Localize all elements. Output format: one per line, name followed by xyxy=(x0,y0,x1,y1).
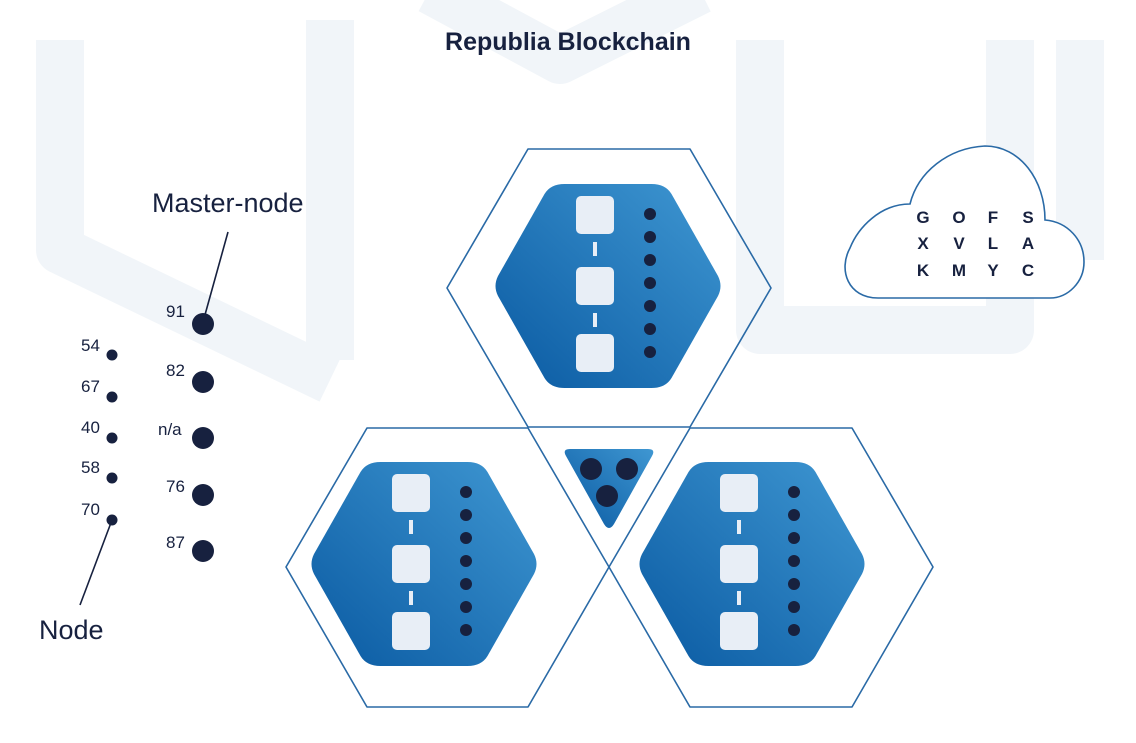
data-dot xyxy=(788,601,800,613)
cloud-letter: L xyxy=(987,234,999,253)
data-dot xyxy=(460,578,472,590)
node-dots xyxy=(106,349,118,526)
node-dot xyxy=(106,349,118,361)
node-dot xyxy=(106,514,118,526)
data-dot xyxy=(644,346,656,358)
master-node-dot xyxy=(192,427,214,449)
data-dot xyxy=(788,555,800,567)
data-dot xyxy=(644,277,656,289)
hexagon-outlines xyxy=(285,148,934,708)
master-node-dot xyxy=(192,313,214,335)
cloud-shape xyxy=(844,145,1085,299)
data-dot xyxy=(460,532,472,544)
chain-link xyxy=(593,313,597,327)
left-hexagon-outline xyxy=(285,427,610,708)
top-hexagon-outline xyxy=(446,148,772,428)
node-label: Node xyxy=(39,615,104,645)
data-dot xyxy=(460,509,472,521)
node-dot xyxy=(106,391,118,403)
node-value: 40 xyxy=(81,418,100,437)
cloud-letter: A xyxy=(1021,234,1035,253)
node-value: 54 xyxy=(81,336,100,355)
chain-block xyxy=(576,267,614,305)
data-dot xyxy=(788,532,800,544)
node-value: 67 xyxy=(81,377,100,396)
data-dot xyxy=(460,486,472,498)
data-dot xyxy=(644,231,656,243)
chain-link xyxy=(409,591,413,605)
master-node-dot xyxy=(192,540,214,562)
node-dot xyxy=(106,472,118,484)
chain-block xyxy=(576,196,614,234)
data-dot xyxy=(644,323,656,335)
cloud-letter: F xyxy=(987,208,999,227)
chain-block xyxy=(720,474,758,512)
chain-link xyxy=(593,242,597,256)
data-dot xyxy=(460,555,472,567)
chain-link xyxy=(737,591,741,605)
node-leader-line xyxy=(79,519,113,606)
master-node-dot xyxy=(192,371,214,393)
left-blockchain-hexagon xyxy=(311,462,537,666)
master-node-value: 82 xyxy=(166,361,185,380)
master-node-value: 87 xyxy=(166,533,185,552)
cloud-letter: C xyxy=(1021,261,1035,280)
chain-link xyxy=(409,520,413,534)
triangle-dot xyxy=(596,485,618,507)
data-dot xyxy=(788,578,800,590)
master-node-dots xyxy=(192,313,214,562)
cloud-letter: O xyxy=(952,208,966,227)
master-node-value: 76 xyxy=(166,477,185,496)
top-blockchain-hexagon xyxy=(495,184,721,388)
data-dot xyxy=(788,624,800,636)
chain-link xyxy=(737,520,741,534)
right-blockchain-hexagon xyxy=(639,462,865,666)
center-triangle xyxy=(564,449,654,528)
data-dot xyxy=(460,601,472,613)
cloud-letter: X xyxy=(917,234,929,253)
chain-block xyxy=(392,545,430,583)
data-dot xyxy=(788,509,800,521)
data-dot xyxy=(644,208,656,220)
master-node-value: n/a xyxy=(158,420,182,439)
cloud-letter: S xyxy=(1022,208,1034,227)
cloud-letter: Y xyxy=(987,261,999,280)
node-value: 70 xyxy=(81,500,100,519)
chain-block xyxy=(720,545,758,583)
triangle-dot xyxy=(616,458,638,480)
node-value: 58 xyxy=(81,458,100,477)
triangle-dot xyxy=(580,458,602,480)
master-node-leader-line xyxy=(202,231,229,323)
right-hexagon-outline xyxy=(608,427,934,708)
chain-block xyxy=(720,612,758,650)
chain-block xyxy=(392,474,430,512)
master-node-label: Master-node xyxy=(152,188,304,218)
chain-block xyxy=(392,612,430,650)
cloud-letter: M xyxy=(951,261,967,280)
data-dot xyxy=(788,486,800,498)
chain-block xyxy=(576,334,614,372)
data-dot xyxy=(644,300,656,312)
data-dot xyxy=(460,624,472,636)
cloud-letter: G xyxy=(916,208,930,227)
node-dot xyxy=(106,432,118,444)
page-title: Republia Blockchain xyxy=(445,28,691,56)
cloud-letter: V xyxy=(953,234,965,253)
master-node-value: 91 xyxy=(166,302,185,321)
master-node-dot xyxy=(192,484,214,506)
data-dot xyxy=(644,254,656,266)
cloud-letter: K xyxy=(916,261,930,280)
